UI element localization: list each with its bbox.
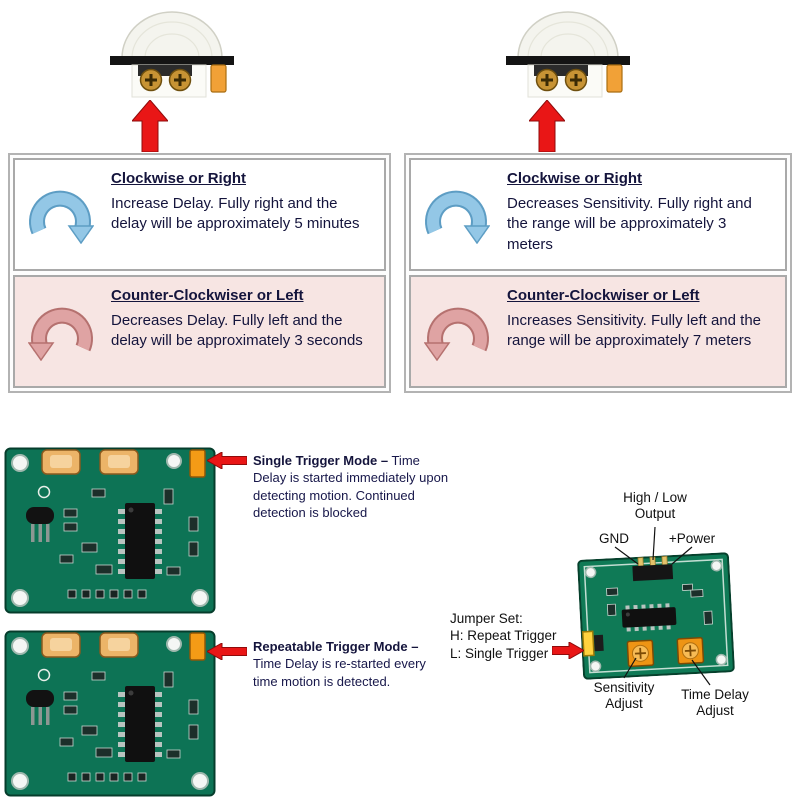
sensitivity-adjust-label: Sensitivity Adjust xyxy=(583,680,665,713)
power-label: +Power xyxy=(668,531,716,546)
trigger-mode-body: Time Delay is re-started every time moti… xyxy=(253,656,426,689)
delay-table: Clockwise or Right Increase Delay. Fully… xyxy=(8,153,391,393)
row-heading: Counter-Clockwiser or Left xyxy=(507,287,700,304)
row-body: Decreases Sensitivity. Fully right and t… xyxy=(507,195,752,253)
clockwise-arrow-icon xyxy=(15,160,107,269)
time-delay-adjust-line1: Time Delay xyxy=(681,687,749,702)
jumper-set-line1: Jumper Set: xyxy=(450,611,523,626)
row-heading: Clockwise or Right xyxy=(507,170,643,187)
trigger-mode-body: Time Delay is started immediately upon d… xyxy=(253,453,449,520)
output-label: High / Low Output xyxy=(595,490,715,523)
sensitivity-clockwise-row: Clockwise or Right Decreases Sensitivity… xyxy=(409,158,787,271)
sensitivity-adjust-line1: Sensitivity xyxy=(593,680,655,695)
red-up-arrow-icon xyxy=(529,100,565,152)
red-right-arrow-icon xyxy=(552,642,584,659)
pcb-pinout xyxy=(577,552,735,680)
row-heading: Clockwise or Right xyxy=(111,170,247,187)
single-trigger-note: Single Trigger Mode – Time Delay is star… xyxy=(253,452,449,521)
clockwise-arrow-icon xyxy=(411,160,503,269)
trigger-mode-title: Single Trigger Mode – xyxy=(253,453,389,468)
delay-clockwise-row: Clockwise or Right Increase Delay. Fully… xyxy=(13,158,386,271)
red-left-arrow-icon xyxy=(207,452,247,469)
red-up-arrow-icon xyxy=(132,100,168,152)
time-delay-adjust-line2: Adjust xyxy=(696,703,734,719)
sensitivity-counterclockwise-row: Counter-Clockwiser or Left Increases Sen… xyxy=(409,275,787,388)
counterclockwise-arrow-icon xyxy=(15,277,107,386)
counterclockwise-arrow-icon xyxy=(411,277,503,386)
delay-counterclockwise-row: Counter-Clockwiser or Left Decreases Del… xyxy=(13,275,386,388)
sensitivity-table: Clockwise or Right Decreases Sensitivity… xyxy=(404,153,792,393)
pir-dome-sensor-left xyxy=(102,8,242,100)
pcb-single-trigger xyxy=(4,447,216,614)
red-left-arrow-icon xyxy=(207,643,247,660)
pcb-repeat-trigger xyxy=(4,630,216,797)
row-body: Increases Sensitivity. Fully left and th… xyxy=(507,312,762,350)
row-body: Decreases Delay. Fully left and the dela… xyxy=(111,312,363,350)
jumper-set-line3: L: Single Trigger xyxy=(450,645,549,661)
sensitivity-adjust-line2: Adjust xyxy=(605,696,643,712)
pir-dome-sensor-right xyxy=(498,8,638,100)
jumper-set-label: Jumper Set: H: Repeat Trigger L: Single … xyxy=(450,610,572,662)
row-body: Increase Delay. Fully right and the dela… xyxy=(111,195,360,233)
output-label-line1: High / Low xyxy=(623,490,687,505)
output-label-line2: Output xyxy=(634,506,676,522)
repeatable-trigger-note: Repeatable Trigger Mode – Time Delay is … xyxy=(253,638,449,690)
time-delay-adjust-label: Time Delay Adjust xyxy=(670,687,760,720)
row-heading: Counter-Clockwiser or Left xyxy=(111,287,304,304)
gnd-label: GND xyxy=(599,531,629,546)
jumper-set-line2: H: Repeat Trigger xyxy=(450,628,557,644)
trigger-mode-title: Repeatable Trigger Mode – xyxy=(253,639,419,654)
